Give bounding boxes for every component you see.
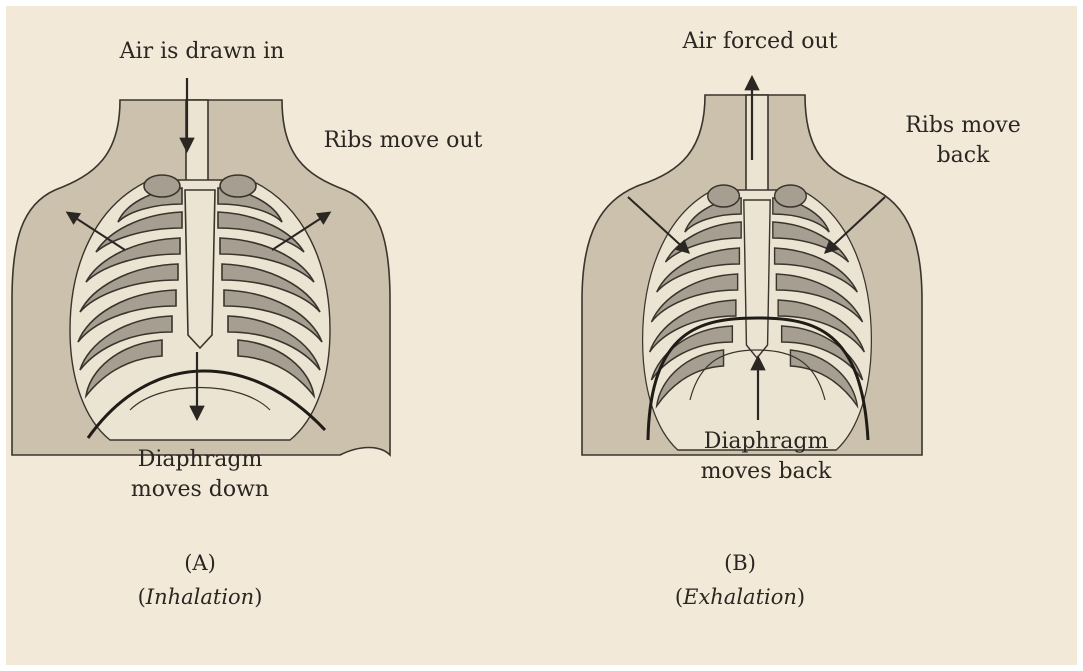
ribs-back-label-b: back	[878, 142, 1048, 170]
diaphragm-label-b: Diaphragm	[666, 428, 866, 456]
diaphragm-moves-back-label: moves back	[666, 458, 866, 486]
rib-cage-inhalation	[70, 175, 330, 440]
diaphragm-moves-down-label: moves down	[100, 476, 300, 504]
caption-letter-b: (B)	[650, 548, 830, 578]
caption-name-a: (Inhalation)	[90, 582, 310, 612]
caption-letter-a: (A)	[110, 548, 290, 578]
air-forced-out-label: Air forced out	[650, 28, 870, 56]
diaphragm-label-a: Diaphragm	[100, 446, 300, 474]
ribs-move-label-b: Ribs move	[878, 112, 1048, 140]
caption-name-b: (Exhalation)	[630, 582, 850, 612]
ribs-move-out-label: Ribs move out	[303, 127, 503, 155]
air-drawn-in-label: Air is drawn in	[82, 38, 322, 66]
